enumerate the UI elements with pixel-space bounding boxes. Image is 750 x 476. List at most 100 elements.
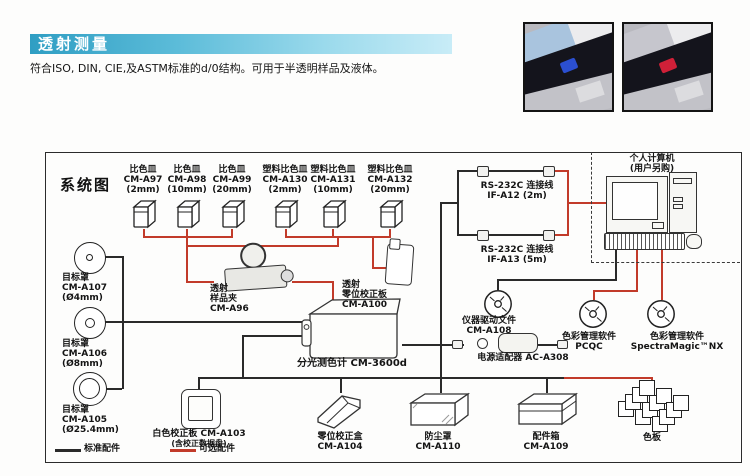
white-calibration-plate-label: 白色校正板 CM-A103(含校正数据盘) [152, 429, 246, 448]
color-plates-label: 色板 [642, 433, 662, 443]
cuvette-icon [275, 200, 298, 228]
connector-line [337, 236, 339, 247]
software-disk-icon [647, 300, 675, 328]
page-subtitle: 符合ISO, DIN, CIE,及ASTM标准的d/0结构。可用于半透明样品及液… [30, 62, 384, 75]
page-title: 透射测量 [38, 35, 111, 53]
connector-line [186, 281, 214, 283]
connector-line [103, 388, 122, 390]
legend-standard-label: 标准配件 [84, 444, 121, 454]
cuvette-icon [133, 200, 156, 228]
zero-plate-icon [384, 243, 415, 286]
connector-line [372, 267, 390, 269]
connector-line [564, 377, 653, 379]
ac-adapter-cable-loop [477, 338, 488, 349]
connector-line [661, 249, 663, 300]
color-plates-icon [618, 379, 690, 432]
connector-line [292, 281, 334, 283]
connector-line [143, 236, 233, 238]
software-disk-icon [579, 300, 607, 328]
ac-plug-icon [557, 340, 568, 349]
target-mask-icon [74, 307, 106, 339]
connector-line [285, 229, 287, 237]
connector-line [440, 202, 459, 204]
cuvette-icon [222, 200, 245, 228]
connector-line [591, 262, 740, 263]
connector-line [593, 290, 638, 292]
connector-line [497, 279, 617, 281]
connector-line [242, 335, 244, 378]
connector-line [488, 234, 544, 236]
cable-connector-icon [477, 230, 489, 241]
ac-adapter-label: 电源适配器 AC-A308 [477, 353, 569, 363]
connector-line [332, 229, 334, 237]
connector-line [340, 377, 342, 393]
section-banner: 透射测量 [30, 34, 452, 54]
legend-optional-swatch [170, 449, 196, 452]
connector-line [534, 344, 558, 346]
cuvette-icon [380, 200, 403, 228]
target-mask-icon [73, 372, 107, 406]
spectrophotometer-label: 分光测色计 CM-3600d [297, 358, 407, 369]
connector-line [103, 321, 311, 323]
connector-line [332, 281, 334, 302]
connector-line [231, 229, 233, 237]
legend-optional-label: 可选配件 [199, 444, 236, 454]
connector-line [615, 249, 617, 281]
connector-line [186, 236, 188, 283]
cable-connector-icon [543, 166, 555, 177]
product-photo-red-sample [622, 22, 713, 112]
connector-line [103, 256, 122, 258]
connector-line [567, 202, 609, 204]
ac-plug-icon [452, 340, 463, 349]
monitor-icon [606, 176, 668, 233]
product-photo-blue-sample [523, 22, 614, 112]
color-plate [656, 388, 672, 404]
color-plate [639, 380, 655, 396]
connector-line [457, 170, 459, 236]
accessory-case-icon [516, 392, 579, 426]
connector-line [636, 249, 638, 292]
cuvette-icon [177, 200, 200, 228]
computer-tower-icon [669, 172, 697, 233]
cuvette-icon [323, 200, 346, 228]
connector-line [186, 229, 188, 237]
cable-connector-icon [477, 166, 489, 177]
cable-connector-icon [543, 230, 555, 241]
connector-line [457, 234, 479, 236]
connector-line [198, 377, 566, 379]
connector-line [457, 170, 479, 172]
ac-adapter-icon [498, 333, 538, 353]
system-diagram-title: 系统图 [60, 176, 112, 194]
connector-line [546, 377, 548, 393]
driver-disk-icon [484, 290, 512, 318]
pc-label: 个人计算机(用户另购) [629, 154, 675, 174]
dust-cover-icon [408, 392, 471, 427]
connector-line [389, 229, 391, 237]
legend-standard-swatch [55, 449, 81, 452]
connector-line [549, 170, 569, 172]
connector-line [549, 234, 569, 236]
connector-line [372, 236, 374, 268]
connector-line [143, 229, 145, 237]
keyboard-icon [604, 233, 685, 250]
connector-line [402, 344, 464, 346]
